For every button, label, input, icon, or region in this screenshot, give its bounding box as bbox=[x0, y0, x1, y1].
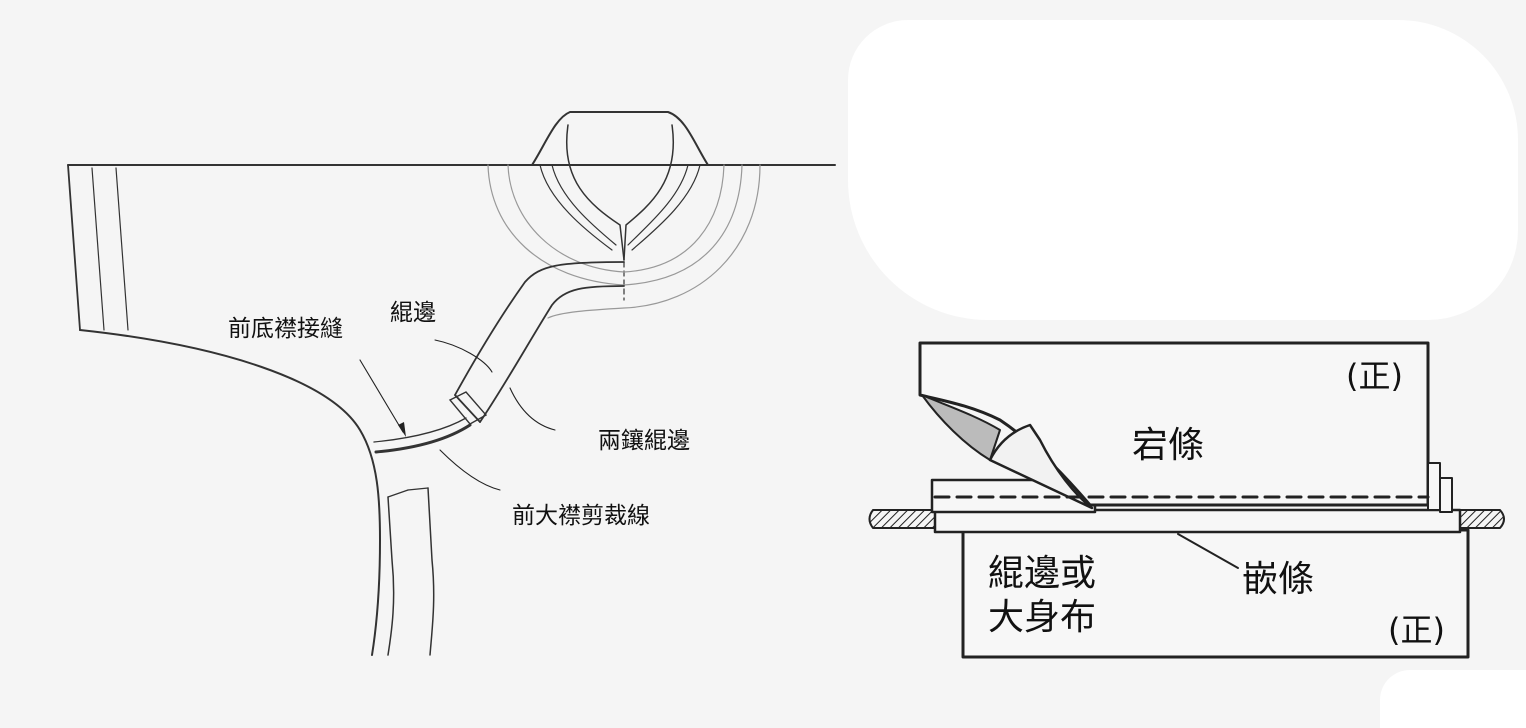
neck-arc-2 bbox=[507, 164, 725, 273]
sleeve-outer-edge bbox=[67, 164, 81, 331]
sleeve-inner-line-1 bbox=[91, 167, 105, 331]
collar-band-left-2 bbox=[551, 164, 617, 246]
sleeve-inner-line-2 bbox=[115, 167, 129, 331]
label-binding-or-body-line1: 緄邊或 bbox=[988, 553, 1097, 594]
neck-arc-1 bbox=[487, 164, 743, 286]
label-front-big-lapel-cut-line: 前大襟剪裁線 bbox=[512, 503, 650, 529]
placket-strip-top bbox=[387, 489, 409, 498]
label-double-binding: 兩鑲緄邊 bbox=[598, 428, 690, 454]
label-right-side-bottom: (正) bbox=[1388, 611, 1445, 649]
neck-arc-3 bbox=[547, 164, 761, 319]
top-strip-panel bbox=[918, 341, 1430, 507]
leader-arc-binding bbox=[434, 339, 493, 373]
right-edge-fold bbox=[1427, 462, 1441, 511]
label-right-side-top: (正) bbox=[1346, 357, 1403, 395]
folded-corner-flap bbox=[988, 423, 1094, 510]
collar-inner-left bbox=[566, 124, 625, 261]
leader-arrowhead-seam bbox=[398, 422, 406, 437]
placket-strip-top-2 bbox=[407, 487, 429, 491]
label-binding-edge: 緄邊 bbox=[390, 300, 436, 326]
binding-cross-section-diagram bbox=[868, 341, 1505, 659]
lapel-binding-tab bbox=[448, 391, 488, 425]
collar-inner-right bbox=[623, 124, 674, 261]
front-seam-line bbox=[374, 423, 472, 454]
garment-front-diagram bbox=[67, 111, 836, 656]
collar-band-left-1 bbox=[539, 164, 613, 251]
piping-bar bbox=[933, 508, 1462, 534]
label-binding-or-body-line2: 大身布 bbox=[988, 597, 1097, 638]
right-edge-fold-2 bbox=[1439, 477, 1453, 513]
collar-band-right-1 bbox=[631, 164, 701, 251]
placket-strip-right bbox=[427, 487, 435, 656]
folded-corner-shadow bbox=[921, 394, 1001, 461]
label-strip: 宕條 bbox=[1132, 425, 1205, 466]
hatch-ribbon-left bbox=[868, 509, 936, 529]
lapel-binding-inner bbox=[479, 285, 625, 423]
piping-leader-line bbox=[1177, 533, 1239, 569]
label-front-under-lapel-seam: 前底襟接縫 bbox=[228, 316, 343, 342]
bottom-fabric-panel bbox=[961, 528, 1470, 659]
armhole-curve bbox=[79, 329, 382, 656]
collar-outer bbox=[531, 111, 709, 166]
placket-strip-left bbox=[387, 496, 395, 656]
hatch-ribbon-right bbox=[1451, 509, 1505, 529]
front-seam-line-upper bbox=[373, 417, 467, 443]
leader-arc-double-binding bbox=[509, 387, 556, 431]
lapel-binding-tab-line bbox=[457, 397, 479, 421]
background-patch-bottom-right bbox=[1380, 670, 1526, 728]
background-patch-top-right bbox=[848, 20, 1518, 320]
label-piping: 嵌條 bbox=[1242, 559, 1315, 600]
leader-arrow-seam bbox=[359, 359, 404, 433]
collar-band-right-2 bbox=[627, 164, 689, 246]
leader-arc-cut-line bbox=[439, 449, 501, 491]
